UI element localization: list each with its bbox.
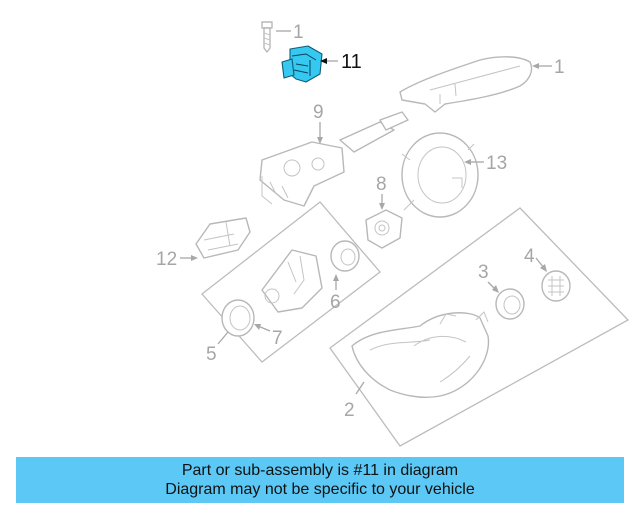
group-box-lower-shroud xyxy=(329,207,630,447)
callout-8: 8 xyxy=(376,174,387,195)
part-1-upper-shroud xyxy=(399,56,533,113)
callout-7: 7 xyxy=(272,328,283,349)
arrowhead-1 xyxy=(532,63,539,69)
arrowhead-11 xyxy=(320,58,327,64)
arrowhead-6 xyxy=(333,274,339,281)
part-9-combination-switch xyxy=(259,111,409,207)
part-2-lower-shroud xyxy=(351,311,490,399)
arrowhead-13 xyxy=(464,159,471,165)
leader-2 xyxy=(355,381,365,395)
callout-13: 13 xyxy=(486,153,507,174)
part-ignition-assembly xyxy=(261,249,323,313)
banner-line-1: Part or sub-assembly is #11 in diagram xyxy=(181,462,459,479)
part-12-bracket xyxy=(195,217,251,259)
callout-5: 5 xyxy=(206,344,217,365)
part-7-ring xyxy=(221,299,255,337)
group-box-ignition xyxy=(201,201,381,363)
part-4-ring xyxy=(541,270,571,302)
part-13-clock-spring xyxy=(401,132,479,218)
parts-diagram: 1 11 1 9 13 8 xyxy=(156,21,630,447)
part-10-screw xyxy=(261,21,273,53)
banner-line-2: Diagram may not be specific to your vehi… xyxy=(165,481,475,498)
part-3-ring xyxy=(495,288,525,320)
arrowhead-7 xyxy=(254,324,261,330)
callout-4: 4 xyxy=(524,246,535,267)
part-11-module xyxy=(281,45,323,83)
part-8-switch xyxy=(365,209,403,249)
arrowhead-9 xyxy=(317,137,323,144)
arrowhead-12 xyxy=(191,255,198,261)
part-6-cylinder xyxy=(330,240,360,272)
arrowhead-4 xyxy=(540,264,547,272)
arrowhead-3 xyxy=(492,285,499,293)
info-banner: Part or sub-assembly is #11 in diagram D… xyxy=(16,457,624,503)
callout-6: 6 xyxy=(330,292,341,313)
leader-5 xyxy=(217,331,229,345)
callout-10: 1 xyxy=(293,22,304,43)
callout-9: 9 xyxy=(313,102,324,123)
callout-11: 11 xyxy=(341,51,362,73)
callout-2: 2 xyxy=(344,400,355,421)
callout-3: 3 xyxy=(478,262,489,283)
callout-1: 1 xyxy=(554,57,565,78)
callout-12: 12 xyxy=(156,249,177,270)
arrowhead-8 xyxy=(379,203,385,210)
